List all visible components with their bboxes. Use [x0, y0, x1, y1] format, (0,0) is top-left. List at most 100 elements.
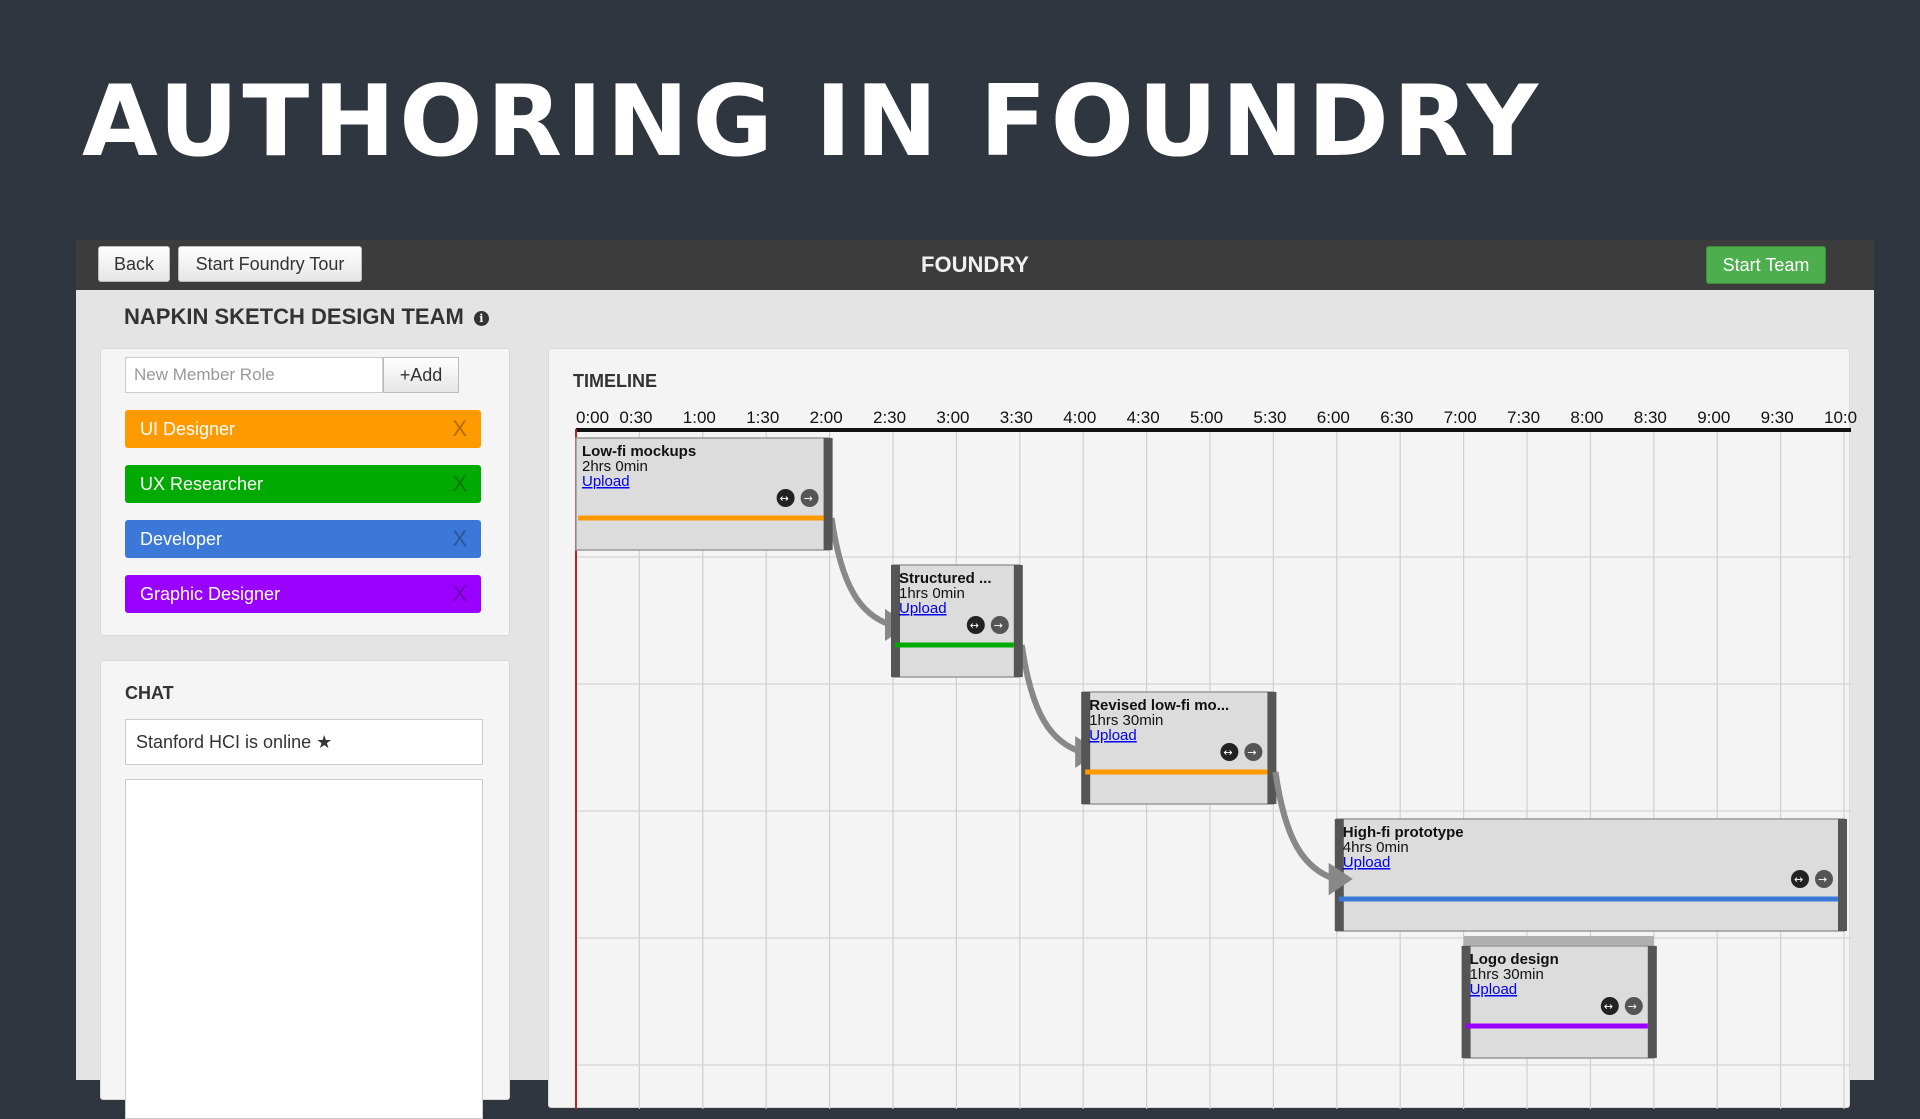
team-title-text: NAPKIN SKETCH DESIGN TEAM: [124, 304, 464, 329]
dependency-arrowhead: [1328, 863, 1353, 895]
timeline-tick-label: 3:00: [936, 408, 969, 427]
chat-messages[interactable]: [125, 779, 483, 1119]
task-box[interactable]: [1082, 691, 1275, 805]
resize-icon-glyph: ↔: [1794, 873, 1803, 886]
resize-icon[interactable]: [1600, 997, 1619, 1015]
start-team-button[interactable]: Start Team: [1706, 246, 1826, 284]
task-upload-link[interactable]: Upload: [899, 600, 947, 617]
resize-icon-glyph: ↔: [780, 492, 789, 505]
next-arrow-glyph: →: [994, 619, 1003, 632]
timeline-tick-label: 6:00: [1317, 408, 1350, 427]
resize-icon[interactable]: [966, 616, 985, 634]
next-arrow-icon[interactable]: [990, 616, 1009, 634]
timeline-tick-label: 9:30: [1761, 408, 1794, 427]
task-right-handle[interactable]: [823, 438, 833, 550]
next-arrow-icon[interactable]: [1624, 997, 1643, 1015]
resize-icon-glyph: ↔: [970, 619, 979, 632]
remove-role-icon[interactable]: X: [452, 581, 467, 606]
task-name: Revised low-fi mo...: [1089, 697, 1229, 714]
task-upload-link[interactable]: Upload: [1089, 727, 1137, 744]
resize-icon-glyph: ↔: [1604, 1000, 1613, 1013]
timeline-tick-label: 7:00: [1444, 408, 1477, 427]
task-duration: 2hrs 0min: [582, 458, 648, 475]
next-arrow-glyph: →: [804, 492, 813, 505]
dependency-arrow: [828, 517, 893, 628]
timeline-tick-label: 1:00: [683, 408, 716, 427]
resize-icon[interactable]: [1220, 743, 1239, 761]
next-arrow-icon[interactable]: [800, 489, 819, 507]
info-icon[interactable]: i: [473, 310, 489, 326]
role-label: Developer: [140, 529, 223, 549]
task-name: Structured ...: [899, 570, 992, 587]
next-arrow-glyph: →: [1247, 746, 1256, 759]
start-tour-button[interactable]: Start Foundry Tour: [178, 246, 362, 282]
timeline-tick-label: 8:00: [1570, 408, 1603, 427]
task-right-handle[interactable]: [1013, 565, 1023, 677]
task-left-handle[interactable]: [891, 565, 900, 677]
timeline-canvas: 0:00 0:30 1:00 1:30 2:00 2:30 3:00 3:30 4:00 4:30…: [575, 408, 1857, 1109]
timeline-tick-label: 1:30: [746, 408, 779, 427]
task-left-handle[interactable]: [1461, 946, 1471, 1058]
overlap-shade: [1463, 936, 1654, 948]
timeline-title: TIMELINE: [573, 371, 657, 391]
resize-icon[interactable]: [1791, 870, 1809, 888]
role-label: UI Designer: [140, 419, 236, 439]
task-left-handle[interactable]: [1081, 692, 1091, 804]
task-box[interactable]: [1462, 945, 1655, 1059]
role-pill[interactable]: UI Designer X: [125, 410, 481, 448]
task-duration: 1hrs 0min: [899, 585, 965, 602]
back-button[interactable]: Back: [98, 246, 170, 282]
resize-icon[interactable]: [776, 489, 795, 507]
chat-title: CHAT: [125, 683, 174, 703]
top-toolbar: Back Start Foundry Tour FOUNDRY Start Te…: [76, 240, 1874, 290]
dependency-arrow: [1018, 644, 1083, 755]
task-right-handle[interactable]: [1267, 692, 1277, 804]
timeline-tick-label: 0:00: [576, 408, 609, 427]
task-duration: 1hrs 30min: [1089, 712, 1163, 729]
new-member-role-input[interactable]: [125, 357, 383, 393]
remove-role-icon[interactable]: X: [452, 416, 467, 441]
chat-panel: CHAT Stanford HCI is online ★: [100, 660, 510, 1119]
timeline-tick-label: 3:30: [1000, 408, 1033, 427]
next-arrow-glyph: →: [1628, 1000, 1637, 1013]
task-name: Low-fi mockups: [582, 443, 696, 460]
task-box[interactable]: [1336, 818, 1845, 932]
task-duration: 4hrs 0min: [1343, 839, 1409, 856]
role-pill[interactable]: Developer X: [125, 520, 481, 558]
timeline-tick-label: 4:00: [1063, 408, 1096, 427]
dependency-arrow: [1272, 771, 1336, 882]
resize-icon-glyph: ↔: [1223, 746, 1232, 759]
task-upload-link[interactable]: Upload: [582, 473, 630, 490]
timeline-tick-label: 2:30: [873, 408, 906, 427]
timeline-panel: TIMELINE 0:00 0:30 1:00 1:30 2:00 2:30 3:00 3:3…: [548, 348, 1857, 1109]
task-upload-link[interactable]: Upload: [1470, 981, 1518, 998]
timeline-tick-label: 9:00: [1697, 408, 1730, 427]
role-pill[interactable]: UX Researcher X: [125, 465, 481, 503]
role-label: UX Researcher: [140, 474, 264, 494]
next-arrow-icon[interactable]: [1244, 743, 1263, 761]
timeline-tick-label: 2:00: [810, 408, 843, 427]
remove-role-icon[interactable]: X: [452, 471, 467, 496]
timeline-tick-label: 0:30: [619, 408, 652, 427]
task-duration: 1hrs 30min: [1470, 966, 1544, 983]
slide-title: AUTHORING IN FOUNDRY: [82, 65, 1542, 179]
role-label: Graphic Designer: [140, 584, 281, 604]
remove-role-icon[interactable]: X: [452, 526, 467, 551]
task-right-handle[interactable]: [1647, 946, 1657, 1058]
timeline-tick-label: 8:30: [1634, 408, 1667, 427]
timeline-tick-label: 5:00: [1190, 408, 1223, 427]
add-role-button[interactable]: +Add: [383, 357, 459, 393]
task-name: High-fi prototype: [1343, 824, 1464, 841]
timeline-tick-label: 10:0: [1824, 408, 1857, 427]
timeline-tick-label: 7:30: [1507, 408, 1540, 427]
timeline-tick-label: 5:30: [1253, 408, 1286, 427]
task-upload-link[interactable]: Upload: [1343, 854, 1391, 871]
next-arrow-glyph: →: [1818, 873, 1827, 886]
team-title: NAPKIN SKETCH DESIGN TEAM i: [124, 304, 489, 330]
task-right-handle[interactable]: [1838, 819, 1847, 931]
timeline-tick-label: 4:30: [1127, 408, 1160, 427]
role-pill[interactable]: Graphic Designer X: [125, 575, 481, 613]
next-arrow-icon[interactable]: [1815, 870, 1833, 888]
timeline-tick-label: 6:30: [1380, 408, 1413, 427]
